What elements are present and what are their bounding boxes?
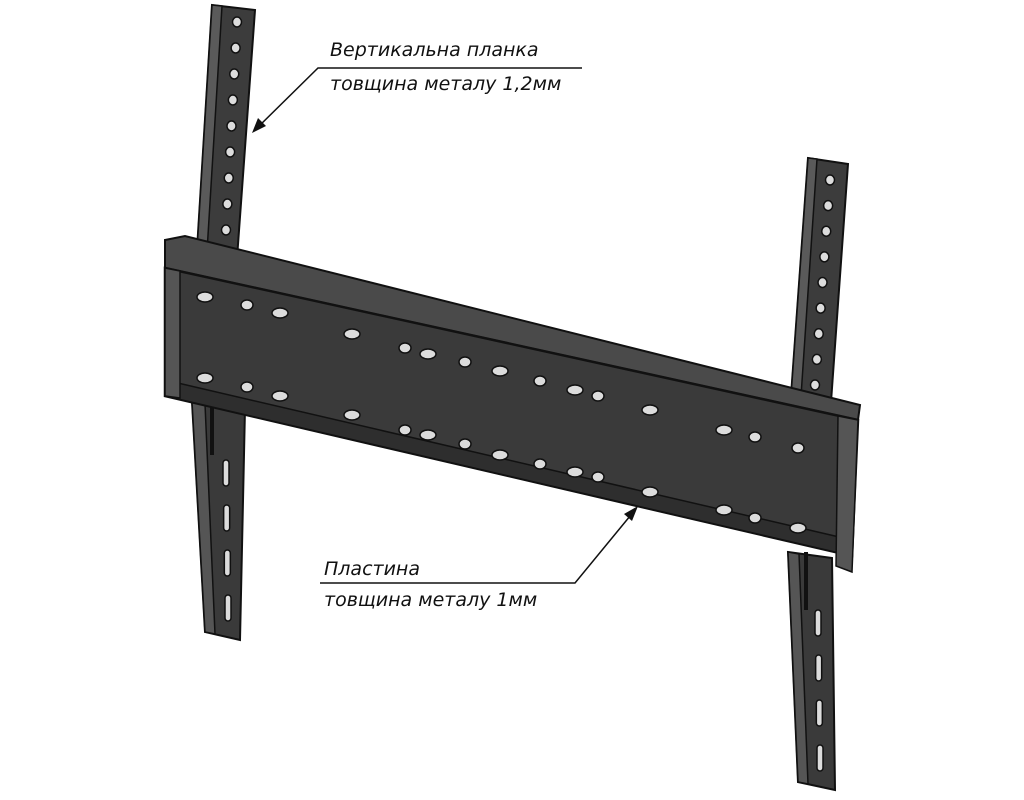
plate-hole <box>196 372 214 384</box>
strip-hole <box>223 172 234 184</box>
plate-hole <box>343 328 361 340</box>
plate-hole <box>791 442 805 454</box>
plate-hole <box>491 449 509 461</box>
plate-hole <box>240 381 254 393</box>
right-vertical-bar <box>788 156 850 418</box>
plate-hole <box>748 431 762 443</box>
leader-vertical-bar <box>252 67 582 133</box>
plate-hole <box>715 424 733 436</box>
mounting-holes <box>196 291 807 534</box>
plate-hole <box>533 458 547 470</box>
plate <box>163 234 862 574</box>
plate-hole <box>789 522 807 534</box>
strip-slot <box>814 654 823 682</box>
plate-hole <box>566 466 584 478</box>
plate-hole <box>343 409 361 421</box>
plate-hole <box>641 486 659 498</box>
plate-hole <box>419 348 437 360</box>
plate-hole <box>398 424 412 436</box>
leader-plate <box>320 506 638 584</box>
strip-hole <box>813 328 824 340</box>
strip-hole <box>220 224 232 236</box>
strip-slot <box>222 459 230 487</box>
strip-hole <box>811 353 823 366</box>
plate-hole <box>398 342 412 354</box>
strip-hole <box>222 198 233 210</box>
plate-hole <box>419 429 437 441</box>
right-lower-strip <box>786 550 837 792</box>
plate-hole <box>271 307 289 319</box>
strip-slot <box>223 549 232 577</box>
plate-hole <box>641 404 659 416</box>
plate-hole <box>715 504 733 516</box>
strip-slot <box>815 699 824 727</box>
strip-hole <box>226 120 237 132</box>
strip-slot <box>224 594 232 622</box>
strip-hole <box>817 276 828 289</box>
strip-hole <box>821 225 832 237</box>
plate-thickness: товщина металу 1мм <box>324 589 537 611</box>
strip-hole <box>815 302 826 314</box>
plate-hole <box>458 356 472 368</box>
strip-hole <box>227 94 239 106</box>
plate-hole <box>533 375 547 387</box>
plate-hole <box>240 299 254 311</box>
vertical-bar-thickness: товщина металу 1,2мм <box>330 73 561 95</box>
vertical-bar-label: Вертикальна планка <box>330 39 539 61</box>
plate-hole <box>748 512 762 524</box>
plate-hole <box>566 384 584 396</box>
strip-hole <box>809 379 821 391</box>
strip-hole <box>231 16 243 28</box>
plate-hole <box>491 365 509 377</box>
strip-slot <box>816 744 824 772</box>
strip-slot <box>222 504 231 532</box>
plate-hole <box>271 390 289 402</box>
strip-hole <box>230 42 241 54</box>
plate-label: Пластина <box>324 558 420 580</box>
strip-hole <box>229 68 240 80</box>
strip-hole <box>819 251 830 263</box>
plate-hole <box>591 471 605 483</box>
left-lower-strip <box>190 400 247 642</box>
strip-hole <box>822 199 834 212</box>
strip-holes <box>220 16 836 772</box>
strip-hole <box>224 146 236 158</box>
plate-hole <box>458 438 472 450</box>
strip-slot <box>814 609 822 637</box>
strip-hole <box>824 174 836 186</box>
plate-hole <box>196 291 214 303</box>
plate-hole <box>591 390 605 402</box>
